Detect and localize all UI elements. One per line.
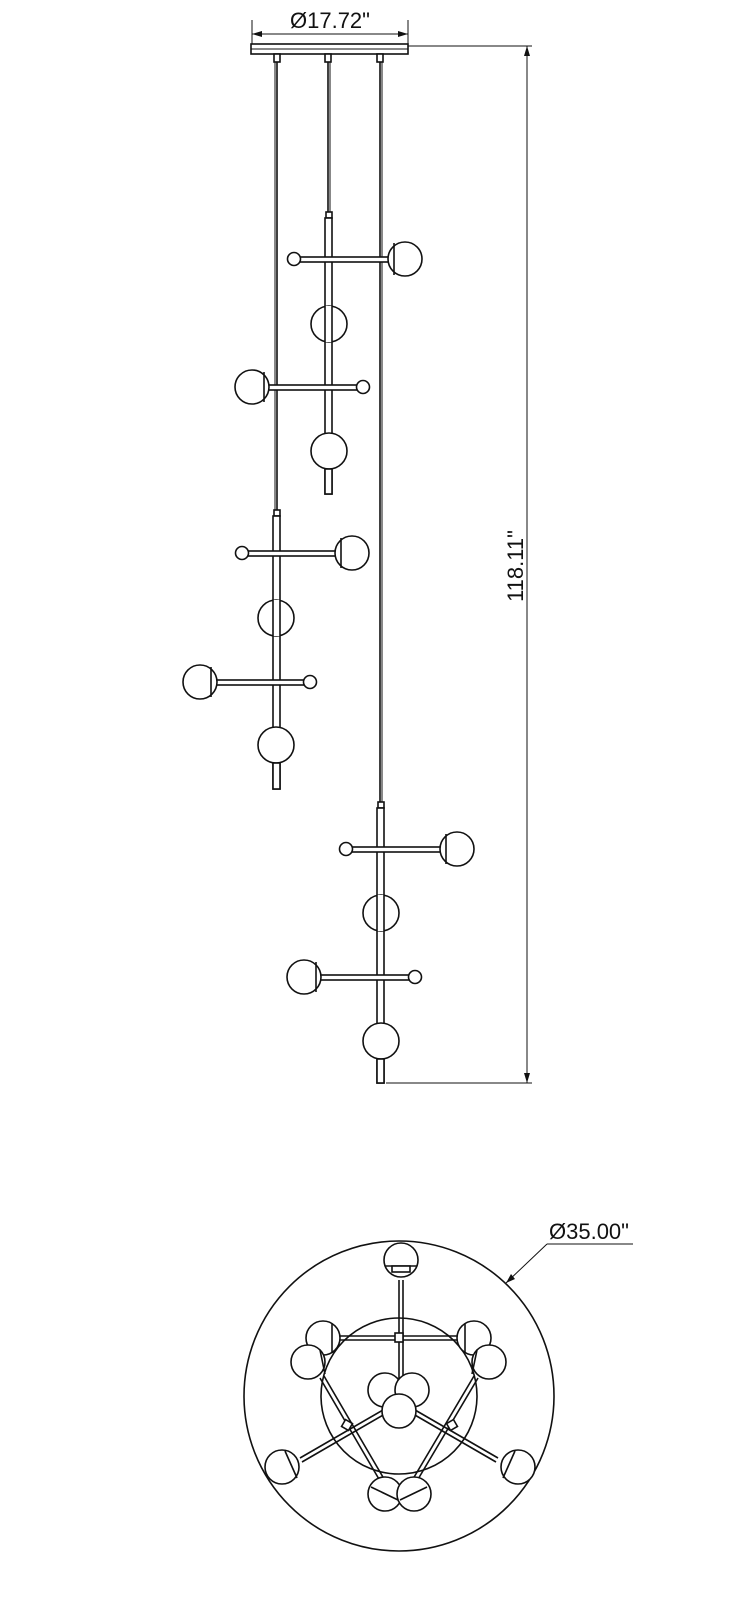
suspension-cables <box>274 62 383 804</box>
height-dimension: 118.11" <box>386 45 532 1084</box>
pendant-fixture-upper <box>234 211 423 495</box>
elevation-view: Ø17.72" <box>182 8 532 1084</box>
spread-circle <box>243 1240 555 1552</box>
plan-globes <box>264 1242 536 1512</box>
plan-view: Ø35.00" <box>243 1219 633 1552</box>
pendant-fixture-middle <box>182 509 370 790</box>
canopy-diameter-label: Ø17.72" <box>290 8 370 33</box>
spread-diameter-label: Ø35.00" <box>549 1219 629 1244</box>
spread-dimension: Ø35.00" <box>505 1219 633 1284</box>
pendant-fixture-lower <box>286 801 475 1084</box>
overall-height-label: 118.11" <box>503 530 528 602</box>
canopy-dimension: Ø17.72" <box>251 8 409 46</box>
